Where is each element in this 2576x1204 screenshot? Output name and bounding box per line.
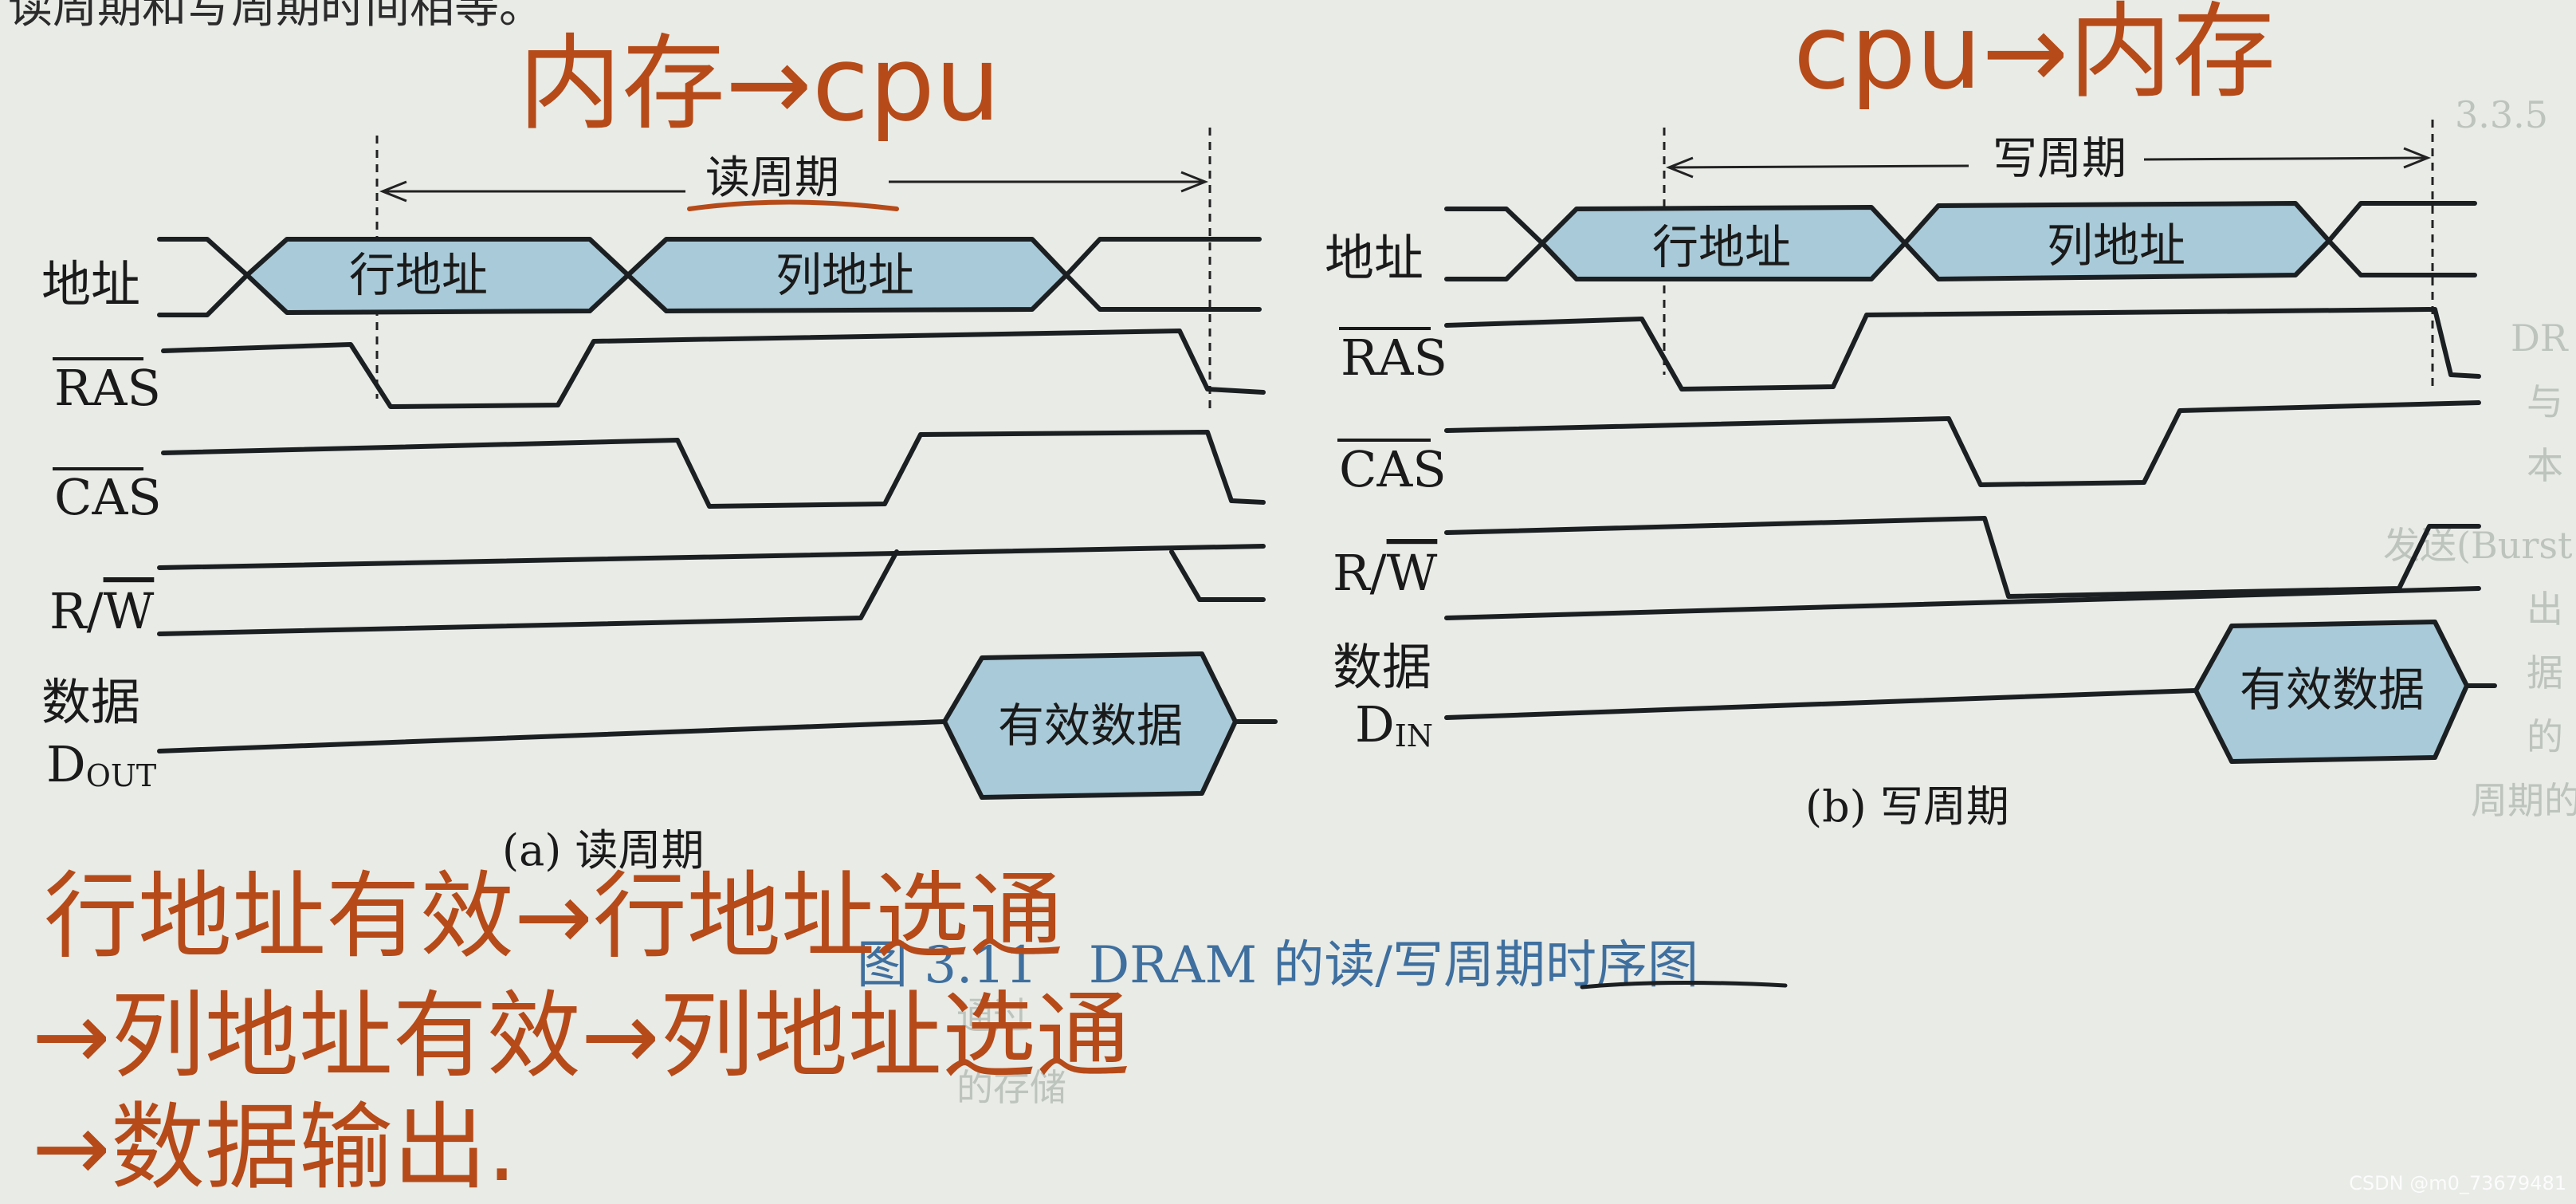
dout-main: D xyxy=(46,735,86,793)
write-period-arrow xyxy=(1665,147,2432,179)
read-address-label: 地址 xyxy=(41,255,140,313)
rw-w-text: W xyxy=(104,582,155,640)
write-address-waveform xyxy=(1444,201,2477,281)
margin-fragment: 与 xyxy=(2527,380,2563,423)
margin-fragment: DR xyxy=(2511,317,2569,360)
write-data-waveform xyxy=(1444,620,2497,764)
read-address-waveform xyxy=(157,237,1262,317)
write-cycle-diagram: cpu→内存 写周期 地址 RAS CAS R/W 数据 DIN 行地址 列地址 xyxy=(1325,0,2497,832)
handwritten-right-title: cpu→内存 xyxy=(1793,0,2276,112)
write-rw-label: R/W xyxy=(1333,544,1438,602)
write-ras-label: RAS xyxy=(1341,329,1447,387)
write-data-label: 数据 xyxy=(1333,638,1431,696)
write-cas-label: CAS xyxy=(1339,440,1447,498)
handwritten-note-line-1: 行地址有效→行地址选通 xyxy=(44,861,1063,971)
margin-fragments: 3.3.5 DR 与 本 发送(Burst 出 据 的 周期的 通过 的存储 xyxy=(956,93,2576,1109)
handwritten-note-line-3: →数据输出. xyxy=(32,1092,516,1202)
write-caption: (b) 写周期 xyxy=(1805,781,2009,832)
write-ras-waveform xyxy=(1444,307,2481,391)
read-row-address: 行地址 xyxy=(349,248,488,302)
write-period-label: 写周期 xyxy=(1993,133,2126,185)
din-sub: IN xyxy=(1395,718,1433,753)
figure-caption: 图 3.11 DRAM 的读/写周期时序图 xyxy=(857,936,1698,995)
read-cas-waveform xyxy=(161,430,1266,509)
margin-fragment: 的 xyxy=(2527,715,2563,758)
margin-fragment: 本 xyxy=(2527,444,2563,487)
handwritten-left-title: 内存→cpu xyxy=(518,23,1000,144)
handwritten-underline xyxy=(687,199,899,211)
write-cas-waveform xyxy=(1444,400,2481,487)
write-col-address: 列地址 xyxy=(2047,218,2185,273)
handwritten-notes: 行地址有效→行地址选通 →列地址有效→列地址选通 →数据输出. xyxy=(32,861,1130,1202)
rw-r-text: R/ xyxy=(49,582,104,640)
write-valid-data: 有效数据 xyxy=(2240,663,2425,717)
read-data-label: 数据 xyxy=(41,673,140,731)
write-row-address: 行地址 xyxy=(1652,220,1791,274)
margin-fragment: 周期的 xyxy=(2471,779,2576,822)
write-din-label: DIN xyxy=(1355,695,1433,753)
margin-fragment: 据 xyxy=(2527,651,2563,694)
handwritten-note-line-2: →列地址有效→列地址选通 xyxy=(32,981,1130,1091)
rw-r-text: R/ xyxy=(1333,544,1387,602)
read-data-waveform xyxy=(157,651,1278,800)
read-cas-label: CAS xyxy=(54,468,162,526)
rw-w-text: W xyxy=(1387,544,1438,602)
top-fragment-text: 读周期和写周期时间相等。 xyxy=(8,0,544,33)
read-rw-waveform xyxy=(157,544,1266,636)
read-col-address: 列地址 xyxy=(776,248,914,302)
read-valid-data: 有效数据 xyxy=(998,698,1183,753)
read-period-label: 读周期 xyxy=(705,152,839,204)
margin-fragment: 通过 xyxy=(956,994,1030,1037)
caption-pen-underline xyxy=(1580,980,1788,990)
read-caption: (a) 读周期 xyxy=(502,825,705,875)
csdn-watermark: CSDN @m0_73679481 xyxy=(2349,1172,2566,1194)
margin-fragment: 的存储 xyxy=(956,1066,1066,1109)
read-ras-label: RAS xyxy=(54,359,161,417)
margin-fragment: 3.3.5 xyxy=(2455,93,2548,136)
write-rw-waveform xyxy=(1444,516,2481,620)
read-dout-label: DOUT xyxy=(46,735,156,793)
read-ras-waveform xyxy=(161,329,1266,409)
margin-fragment: 出 xyxy=(2527,588,2563,631)
write-address-label: 地址 xyxy=(1325,229,1423,287)
read-rw-label: R/W xyxy=(49,582,155,640)
dout-sub: OUT xyxy=(86,758,157,793)
din-main: D xyxy=(1355,695,1395,753)
read-cycle-diagram: 内存→cpu 读周期 地址 RAS CAS R/W 数据 DOUT 行地址 xyxy=(41,23,1278,875)
read-period-arrow xyxy=(379,171,1209,203)
